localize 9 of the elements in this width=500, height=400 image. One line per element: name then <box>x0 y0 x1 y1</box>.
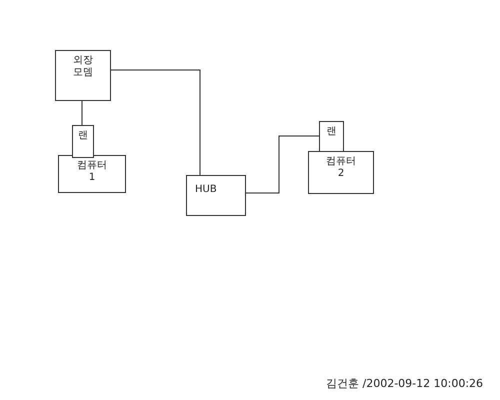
computer-box: 컴퓨터1 <box>58 155 126 193</box>
lan-card-box: 랜 <box>72 125 94 158</box>
lan-card-box: 랜 <box>319 121 344 152</box>
hub-box: HUB <box>186 175 246 216</box>
author-timestamp: 김건훈 /2002-09-12 10:00:26 <box>326 376 484 391</box>
modem-box: 외장모뎀 <box>55 50 111 101</box>
connector-line <box>246 136 320 194</box>
connector-line <box>110 70 200 176</box>
computer-box: 컴퓨터2 <box>308 151 374 194</box>
